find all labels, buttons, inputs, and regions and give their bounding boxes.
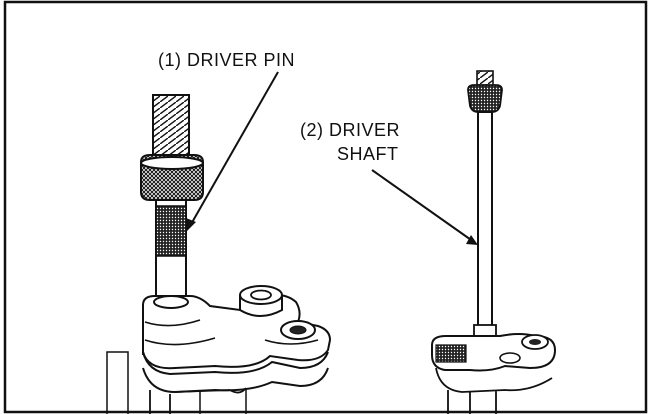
driver-shaft-arrowhead — [466, 235, 478, 245]
rocker-bolt-hole — [250, 289, 272, 301]
driver-pin-arrowhead — [186, 218, 196, 232]
driver-shaft-label-line1: (2) DRIVER — [300, 120, 400, 140]
rocker-curves — [144, 319, 319, 346]
driver-pin-grip — [155, 205, 187, 257]
rocker-arm-base — [149, 387, 247, 414]
shaft-rocker-knurl — [435, 344, 467, 363]
driver-shaft-assembly — [431, 70, 557, 414]
shaft-collar — [153, 295, 189, 309]
driver-pin-leader — [189, 71, 279, 227]
shaft-rocker-pivot — [499, 352, 521, 364]
shaft-knurled-cap — [467, 84, 503, 113]
driver-shaft-rod — [477, 111, 493, 333]
shaft-rocker-bolt-hole — [529, 339, 541, 345]
knurled-nut-top — [140, 156, 204, 170]
callout-leaders — [186, 71, 478, 245]
housing-edge-left — [106, 351, 129, 414]
driver-shaft-leader — [371, 169, 475, 243]
rocker-arm-upper — [142, 293, 332, 370]
driver-shaft-label-line2: SHAFT — [337, 144, 399, 164]
driver-pin-label: (1) DRIVER PIN — [158, 50, 295, 70]
driver-pin-assembly — [106, 94, 332, 414]
shaft-rocker-lower — [435, 367, 553, 414]
threaded-rod — [152, 94, 190, 158]
rocker-arm-lower — [142, 330, 329, 394]
rocker-pivot-inner — [289, 325, 307, 335]
figure-frame — [3, 0, 648, 414]
